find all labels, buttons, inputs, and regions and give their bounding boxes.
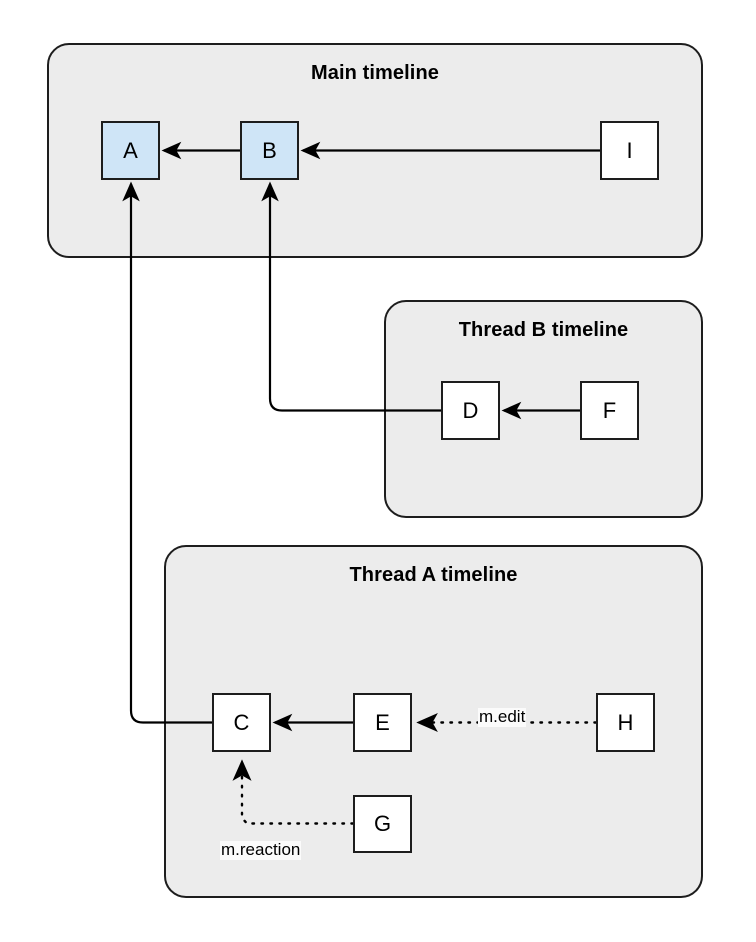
node-a-label: A <box>123 137 138 163</box>
node-i[interactable]: I <box>600 121 659 180</box>
node-g-label: G <box>373 811 392 836</box>
node-b-label: B <box>262 137 277 163</box>
node-i-label: I <box>626 137 633 163</box>
node-a[interactable]: A <box>101 121 160 180</box>
node-c-label: C <box>233 709 250 735</box>
node-h-label: H <box>617 709 634 735</box>
edge-g-to-c <box>232 759 355 825</box>
group-thread-b-timeline-title: Thread B timeline <box>458 319 629 341</box>
node-b[interactable]: B <box>240 121 299 180</box>
node-h[interactable]: H <box>596 693 655 752</box>
node-e[interactable]: E <box>353 693 412 752</box>
node-e-label: E <box>375 709 390 735</box>
edge-label-m-reaction: m.reaction <box>220 840 302 860</box>
node-d[interactable]: D <box>441 381 500 440</box>
node-d-label: D <box>462 397 479 423</box>
edge-label-m-edit: m.edit <box>478 707 527 727</box>
group-thread-b-timeline <box>384 300 703 518</box>
node-f[interactable]: F <box>580 381 639 440</box>
group-thread-a-timeline-title: Thread A timeline <box>349 564 518 586</box>
node-g[interactable]: G <box>353 795 412 853</box>
node-c[interactable]: C <box>212 693 271 752</box>
node-f-label: F <box>602 397 617 423</box>
edge-d-to-b <box>261 181 441 412</box>
group-main-timeline-title: Main timeline <box>311 62 439 84</box>
edge-c-to-a <box>122 181 212 724</box>
